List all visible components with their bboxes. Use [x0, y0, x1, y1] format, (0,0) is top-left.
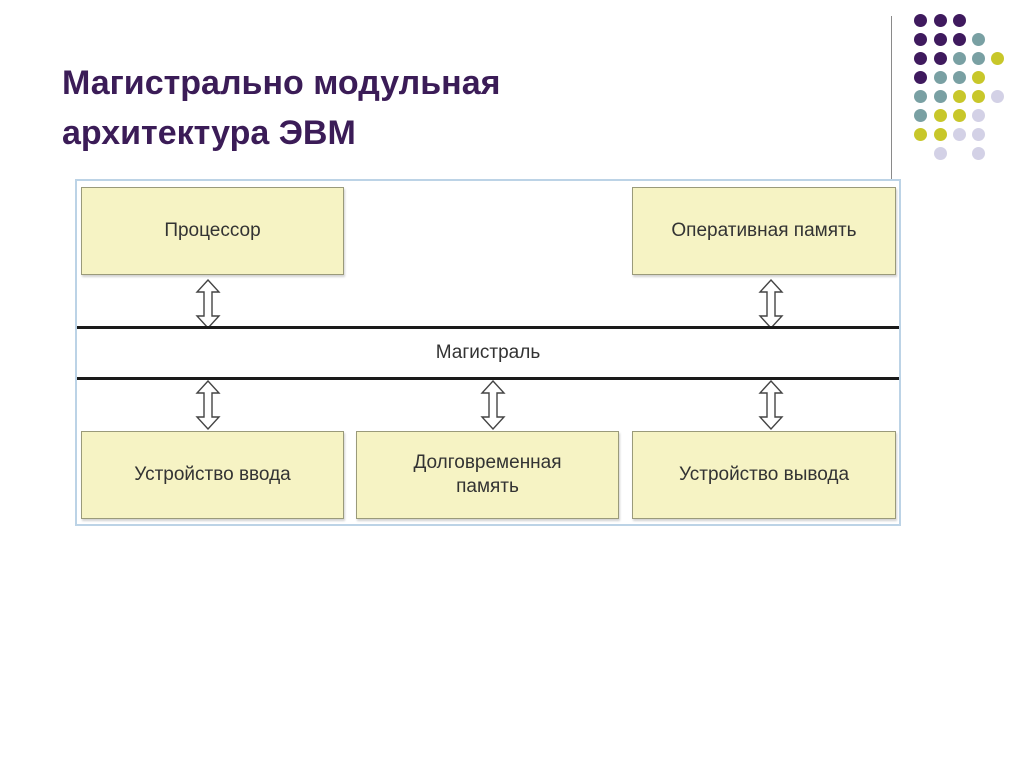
decorative-dot [972, 128, 985, 141]
decorative-dot [914, 52, 927, 65]
long-term-memory-label-line-1: Долговременная [413, 452, 562, 473]
bus-line-top [77, 326, 899, 329]
decorative-dot [934, 90, 947, 103]
decorative-dot [972, 90, 985, 103]
decorative-dot [953, 71, 966, 84]
decorative-dot [972, 52, 985, 65]
ram-bus-arrow [758, 279, 784, 329]
decorative-dot [914, 90, 927, 103]
decorative-dot [953, 52, 966, 65]
long-term-memory-label-line-2: память [456, 476, 519, 497]
output-device-bus-arrow [758, 380, 784, 430]
bus-architecture-diagram: Процессор Оперативная память Магистраль … [75, 179, 901, 526]
decorative-dot [953, 90, 966, 103]
decorative-dot [972, 147, 985, 160]
decorative-dot [934, 14, 947, 27]
decorative-dot [934, 52, 947, 65]
output-device-label: Устройство вывода [678, 464, 850, 485]
decorative-dot [953, 109, 966, 122]
decorative-dot [934, 33, 947, 46]
decorative-dot [972, 71, 985, 84]
decorative-dot [953, 128, 966, 141]
decorative-dot [972, 109, 985, 122]
slide-title: Магистрально модульная архитектура ЭВМ [62, 58, 822, 158]
input-device-bus-arrow [195, 380, 221, 430]
decorative-dot [934, 71, 947, 84]
decorative-dot [953, 33, 966, 46]
bus-label: Магистраль [435, 342, 541, 363]
long-term-memory-bus-arrow [480, 380, 506, 430]
decorative-dot [934, 147, 947, 160]
processor-block: Процессор [81, 187, 344, 275]
slide-title-line-1: Магистрально модульная [62, 64, 501, 102]
decorative-dot [991, 52, 1004, 65]
decorative-dot [953, 14, 966, 27]
processor-bus-arrow [195, 279, 221, 329]
decorative-dot [934, 128, 947, 141]
ram-label: Оперативная память [671, 220, 857, 241]
input-device-label: Устройство ввода [134, 464, 291, 485]
processor-label: Процессор [164, 220, 261, 241]
long-term-memory-block: Долговременная память [356, 431, 619, 519]
bus-line-bottom [77, 377, 899, 380]
decorative-divider [891, 16, 892, 181]
decorative-dot [972, 33, 985, 46]
decorative-dot [914, 128, 927, 141]
decorative-dot [991, 90, 1004, 103]
decorative-dot [934, 109, 947, 122]
ram-block: Оперативная память [632, 187, 896, 275]
decorative-dot [914, 71, 927, 84]
decorative-dot [914, 33, 927, 46]
slide-title-line-2: архитектура ЭВМ [62, 114, 356, 152]
output-device-block: Устройство вывода [632, 431, 896, 519]
decorative-dot [914, 14, 927, 27]
decorative-dot [914, 109, 927, 122]
input-device-block: Устройство ввода [81, 431, 344, 519]
